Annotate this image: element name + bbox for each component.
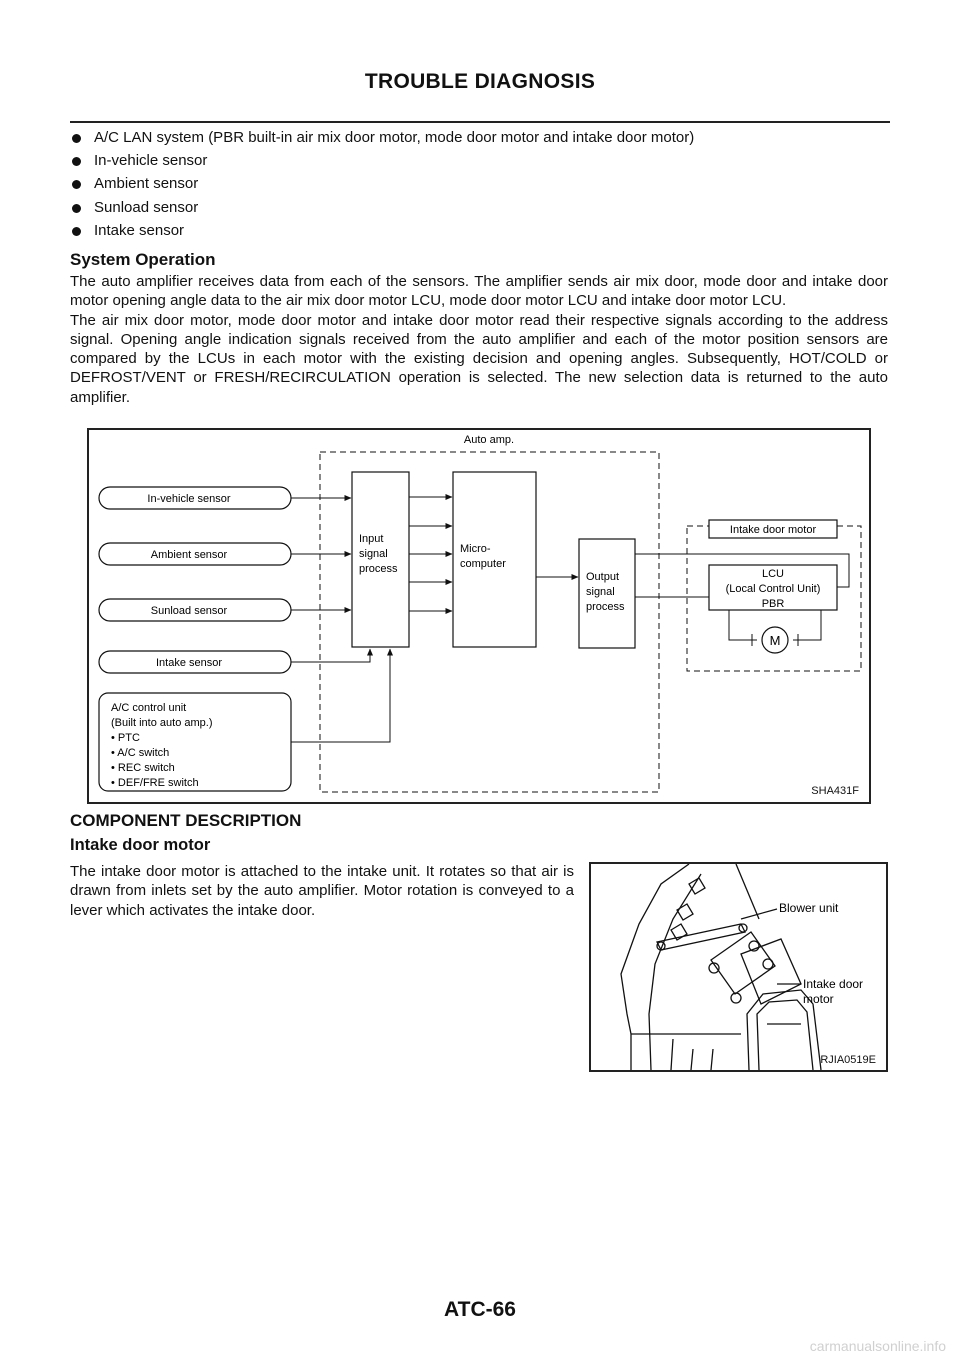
system-operation-text: The auto amplifier receives data from ea… (70, 272, 888, 407)
lcu-label: LCU (762, 568, 784, 580)
page-header: TROUBLE DIAGNOSIS (364, 70, 596, 93)
intro-bullet-list: A/C LAN system (PBR built-in air mix doo… (72, 128, 892, 244)
intake-door-label: motor (803, 992, 834, 1006)
paragraph: The auto amplifier receives data from ea… (70, 273, 888, 310)
header-rule (70, 121, 890, 123)
intake-door-label: Intake door (803, 977, 863, 991)
bullet-icon (72, 180, 81, 190)
ac-control-line: • REC switch (111, 762, 175, 774)
sensor-label: Sunload sensor (151, 605, 228, 617)
block-label: Input (359, 533, 383, 545)
block-label: process (359, 563, 398, 575)
blower-unit-drawing (620, 864, 822, 1070)
input-signal-process-block (351, 471, 410, 648)
figure-code: RJIA0519E (820, 1054, 876, 1066)
system-operation-heading: System Operation (70, 250, 216, 269)
intake-door-motor-label: Intake door motor (730, 524, 817, 536)
auto-amp-label: Auto amp. (464, 434, 514, 446)
figure-code: SHA431F (811, 785, 859, 797)
list-item: Intake sensor (72, 221, 892, 244)
auto-amp-block-diagram: Auto amp. In-vehicle sensor Ambient sens… (87, 428, 871, 804)
intake-door-motor-text: The intake door motor is attached to the… (70, 862, 574, 920)
list-item-text: Ambient sensor (94, 175, 199, 193)
ac-control-line: • DEF/FRE switch (111, 777, 199, 789)
block-label: signal (586, 586, 615, 598)
motor-symbol-icon (761, 626, 789, 654)
bullet-icon (72, 134, 81, 143)
lcu-block (708, 564, 838, 611)
list-item: A/C LAN system (PBR built-in air mix doo… (72, 128, 892, 151)
intake-door-motor-heading: Intake door motor (70, 836, 211, 854)
sensor-label: In-vehicle sensor (147, 493, 230, 505)
ac-control-line: A/C control unit (111, 702, 186, 714)
list-item-text: Intake sensor (94, 221, 185, 239)
component-description-heading: COMPONENT DESCRIPTION (70, 811, 302, 830)
paragraph: The intake door motor is attached to the… (70, 863, 574, 919)
output-signal-lines (635, 553, 850, 598)
diagram-canvas: Auto amp. In-vehicle sensor Ambient sens… (98, 434, 862, 793)
watermark: carmanualsonline.info (809, 1338, 946, 1354)
list-item: In-vehicle sensor (72, 151, 892, 174)
lcu-label: (Local Control Unit) (726, 583, 821, 595)
intake-door-motor-label-box (708, 519, 838, 539)
paragraph: The air mix door motor, mode door motor … (70, 311, 888, 406)
micro-computer-block (452, 471, 537, 648)
list-item-text: A/C LAN system (PBR built-in air mix doo… (94, 129, 695, 146)
list-item: Ambient sensor (72, 174, 892, 197)
output-signal-process-block (578, 538, 636, 649)
bullet-icon (72, 226, 81, 236)
blower-unit-label: Blower unit (779, 901, 839, 915)
block-label: signal (359, 548, 388, 560)
list-item: Sunload sensor (72, 198, 892, 221)
motor-symbol-label: M (770, 633, 781, 648)
block-label: process (586, 601, 625, 613)
motor-circuit (728, 610, 822, 646)
ac-control-line: • PTC (111, 732, 140, 744)
intake-door-motor-boundary (686, 525, 862, 672)
page-footer: ATC-66 (444, 1298, 516, 1321)
ac-control-line: (Built into auto amp.) (111, 717, 213, 729)
callout-lines (740, 908, 801, 985)
lcu-label: PBR (762, 598, 785, 610)
list-item-text: Sunload sensor (94, 198, 199, 216)
block-label: Micro- (460, 543, 491, 555)
block-label: Output (586, 571, 619, 583)
ac-control-line: • A/C switch (111, 747, 169, 759)
bullet-icon (72, 157, 81, 167)
bullet-icon (72, 203, 81, 213)
sensor-label: Ambient sensor (151, 549, 228, 561)
sensor-label: Intake sensor (156, 657, 222, 669)
intake-door-motor-illustration: Blower unit Intake door motor RJIA0519E (589, 862, 888, 1072)
sensor-signal-lines (291, 494, 579, 743)
illustration-canvas: Blower unit Intake door motor (620, 864, 863, 1070)
block-label: computer (460, 558, 506, 570)
list-item-text: In-vehicle sensor (94, 152, 208, 170)
